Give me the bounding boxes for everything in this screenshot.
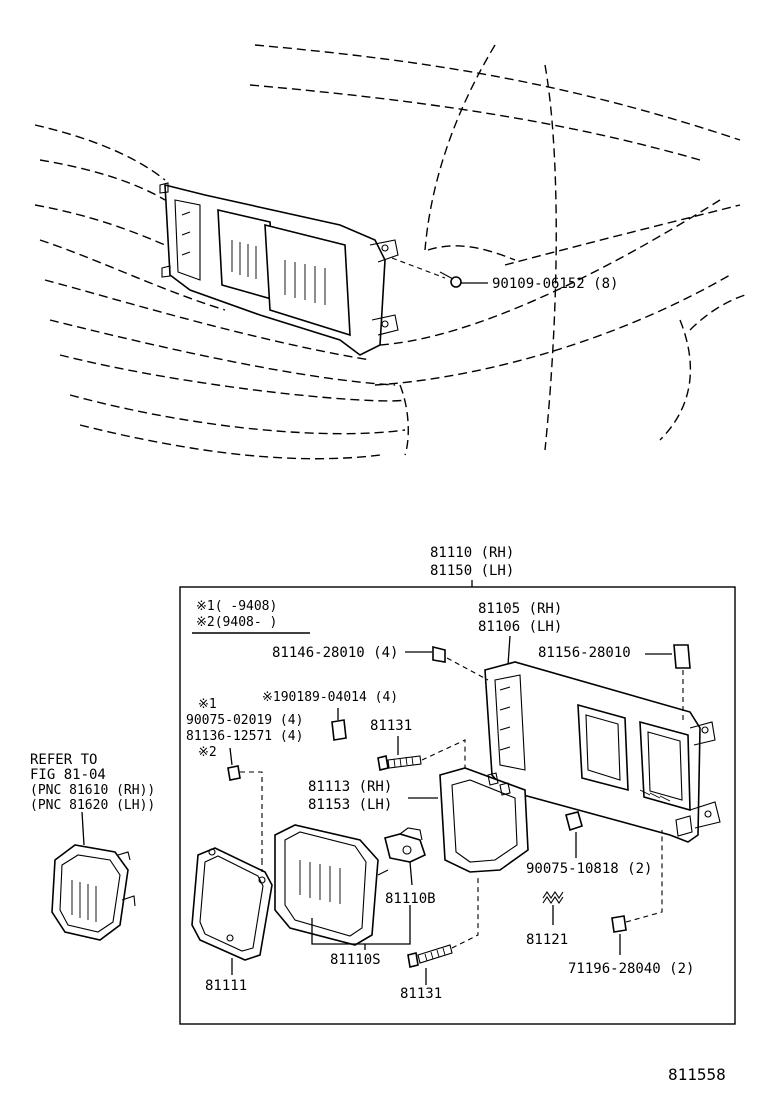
label-refer-4: (PNC 81620 (LH)) <box>30 798 155 813</box>
note-2: ※2(9408- ) <box>196 615 277 630</box>
bracket-leader <box>507 635 511 666</box>
nut-small <box>331 719 347 741</box>
clip-right <box>673 644 691 669</box>
label-housing-rh: 81110 (RH) <box>430 545 514 561</box>
label-nut: 90075-10818 (2) <box>526 861 652 877</box>
label-clip-left: 81146-28010 (4) <box>272 645 398 661</box>
clip-left <box>432 645 446 663</box>
unit-bracket <box>311 905 411 945</box>
retainer-dash <box>625 830 663 923</box>
label-bulb: 81110B <box>385 891 436 907</box>
assembly-frame <box>179 586 736 1025</box>
nut-90075 <box>565 811 583 832</box>
note-1: ※1( -9408) <box>196 599 277 614</box>
label-bracket-rh: 81105 (RH) <box>478 601 562 617</box>
label-retainer: 71196-28040 (2) <box>568 961 694 977</box>
clip-left-dash <box>446 657 489 681</box>
label-screw-b: 81136-12571 (4) <box>186 729 303 744</box>
rear-cover <box>439 767 529 873</box>
refer-leader <box>81 811 85 846</box>
label-star-part: ※190189-04014 (4) <box>262 690 398 705</box>
label-bracket-lh: 81106 (LH) <box>478 619 562 635</box>
label-cover-lh: 81153 (LH) <box>308 797 392 813</box>
label-star1: ※1 <box>198 697 217 712</box>
retainer-71196 <box>611 915 627 933</box>
label-screw-a: 90075-02019 (4) <box>186 713 303 728</box>
car-body-sketch <box>34 44 746 460</box>
label-refer-1: REFER TO <box>30 752 97 768</box>
mounting-bracket <box>484 661 721 843</box>
label-spring: 81121 <box>526 932 568 948</box>
label-refer-2: FIG 81-04 <box>30 767 106 783</box>
label-cover-rh: 81113 (RH) <box>308 779 392 795</box>
bulb-leader <box>409 861 413 886</box>
fog-lamp-reference <box>51 844 136 941</box>
label-refer-3: (PNC 81610 (RH)) <box>30 783 155 798</box>
label-star2: ※2 <box>198 745 217 760</box>
headlamp-assembly-installed <box>159 182 399 356</box>
label-housing-lh: 81150 (LH) <box>430 563 514 579</box>
headlamp-unit <box>274 824 389 946</box>
rim-81111 <box>191 847 273 961</box>
screw-81131-bottom-dash <box>451 875 479 949</box>
screw-small-dash <box>240 771 263 860</box>
diagram-number: 811558 <box>668 1065 726 1084</box>
screw-small <box>227 765 241 781</box>
screw-81131-top-dash <box>421 739 466 770</box>
label-rim: 81111 <box>205 978 247 994</box>
screw-a-leader <box>229 747 233 766</box>
screw-81131-bottom <box>407 944 453 968</box>
screw-81131-top <box>377 755 422 771</box>
label-screw-81131-bottom: 81131 <box>400 986 442 1002</box>
label-unit: 81110S <box>330 952 381 968</box>
bolt-90109 <box>391 257 488 288</box>
label-bolt-90109: 90109-06152 (8) <box>492 276 618 292</box>
spring-81121 <box>542 891 564 904</box>
label-clip-right: 81156-28010 <box>538 645 631 661</box>
bulb-81110b <box>384 827 426 863</box>
label-screw-81131-top: 81131 <box>370 718 412 734</box>
